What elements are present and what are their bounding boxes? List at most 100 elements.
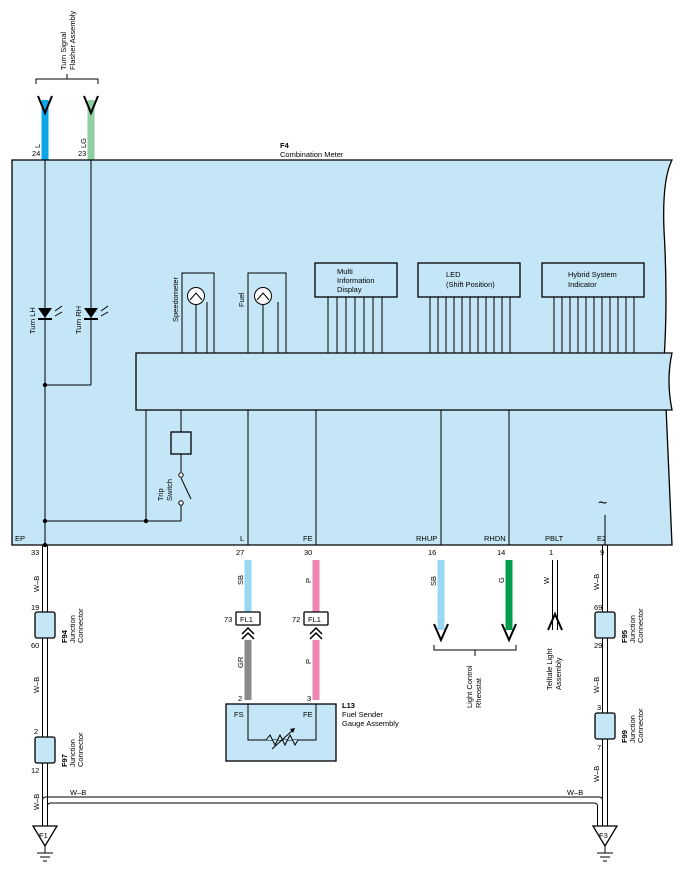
turn-lh-label: Turn LH [28,307,37,334]
wire-gr-sender: GR 2 [236,640,252,703]
fl1a-pin: 73 [224,615,232,624]
f94-pin-top: 19 [31,603,39,612]
ground-f1-label: F1 [39,831,48,840]
hybrid-label-line2: Indicator [568,280,597,289]
sender-term-fe: FE [303,710,313,719]
trip-switch-label-line2: Switch [165,479,174,501]
f99-name2: Connector [636,708,645,743]
turn-signal-flasher-source: Turn Signal Flasher Assembly [35,11,99,84]
sender-pin-2: 2 [238,694,242,703]
trip-switch-label-line1: Trip [156,488,165,501]
fl1a-label: FL1 [240,615,253,624]
wire-code-w: W [542,576,551,584]
wire-code-wb-3: W–B [32,794,41,810]
fuel-gauge-label: Fuel [237,292,246,307]
pin-14: 14 [497,548,505,557]
e2-noise-symbol: ~ [598,495,607,512]
sender-term-fs: FS [234,710,244,719]
wire-code-gr: GR [236,656,245,668]
f94-name1: Junction [68,615,77,643]
wire-sb-fuel-l: SB [236,560,252,612]
wire-code-sb-1: SB [236,575,245,585]
flasher-label-line1: Turn Signal [59,32,68,70]
wire-code-l: L [33,144,42,148]
mid-label-line2: Information [337,276,375,285]
pin-30: 30 [304,548,312,557]
f95-name2: Connector [636,608,645,643]
connector-fl1-b: 72 FL1 [292,611,329,640]
terminal-fe: FE [303,534,313,543]
telltale-label-line2: Assembly [554,657,563,690]
terminal-e2: E2 [597,534,606,543]
speedometer-label: Speedometer [171,276,180,322]
bus-wire-code-left: W–B [70,788,86,797]
meter-id: F4 [280,141,290,150]
junction-connector-f95: 69 29 F95 Junction Connector W–B [592,603,645,693]
meter-name: Combination Meter [280,150,344,159]
telltale-label-line1: Telltale Light [545,647,554,690]
led-shift-position: LED (Shift Position) [417,262,521,353]
turn-rh-label: Turn RH [74,306,83,334]
sender-id: L13 [342,701,355,710]
junction-connector-f94: 19 60 F94 Junction Connector W–B [31,603,85,693]
wire-code-p-1: P [304,578,313,583]
f95-pin-top: 69 [594,603,602,612]
telltale-light-assembly: Telltale Light Assembly [545,647,563,690]
terminal-rhdn: RHDN [484,534,506,543]
mid-label-line3: Display [337,285,362,294]
ground-point-f3: F3 [591,825,619,862]
mid-label-line1: Multi [337,267,353,276]
wire-code-wb-1: W–B [32,576,41,592]
terminal-ep: EP [15,534,25,543]
wire-code-wb-5: W–B [592,677,601,693]
wire-code-p-2: P [304,659,313,664]
speedometer-gauge: Speedometer [171,272,215,353]
multi-information-display: Multi Information Display [314,262,398,353]
pin-33: 33 [31,548,39,557]
ground-point-f1: F1 [31,825,59,862]
ground-f3-label: F3 [599,831,608,840]
f97-pin-bottom: 12 [31,766,39,775]
wire-p-fuel-fe: P [304,560,320,612]
f99-pin-bottom: 7 [597,743,601,752]
hybrid-system-indicator: Hybrid System Indicator [541,262,645,353]
wire-p-sender: P 3 [304,640,320,703]
pin-1: 1 [549,548,553,557]
trip-switch: Trip Switch [156,410,192,521]
pin-27: 27 [236,548,244,557]
fl1b-pin: 72 [292,615,300,624]
e2-internal: ~ [598,495,607,545]
wire-code-wb-6: W–B [592,766,601,782]
led-label-line2: (Shift Position) [446,280,495,289]
wire-code-wb-2: W–B [32,677,41,693]
fuel-gauge: Fuel [237,272,287,353]
hybrid-label-line1: Hybrid System [568,270,617,279]
wire-w-pblt: W [542,560,563,631]
light-control-rheostat: Light Control Rheostat [433,645,517,708]
wire-code-sb-2: SB [429,576,438,586]
f99-name1: Junction [628,715,637,743]
terminal-l: L [240,534,244,543]
junction-connector-f97: 2 12 F97 Junction Connector W–B [31,727,85,810]
junction-connector-f99: 3 7 F99 Junction Connector W–B [592,703,645,782]
led-label-line1: LED [446,270,461,279]
f95-name1: Junction [628,615,637,643]
connector-fl1-a: 73 FL1 [224,611,261,640]
bus-wire-code-right: W–B [567,788,583,797]
wire-sb-rhup: SB [429,560,449,643]
turn-lamp-circuit [42,160,181,548]
turn-lh-lamp-icon: Turn LH [28,305,63,334]
f99-id: F99 [620,730,629,743]
flasher-label-line2: Flasher Assembly [68,11,77,70]
rheostat-label-line2: Rheostat [474,677,483,708]
bottom-terminal-labels: EP L FE RHUP RHDN PBLT E2 [15,534,606,543]
wire-g-rhdn: G [497,560,517,643]
combination-meter: F4 Combination Meter [11,141,674,546]
f95-id: F95 [620,630,629,643]
turn-rh-lamp-icon: Turn RH [74,305,109,334]
bottom-pin-numbers: 33 27 30 16 14 1 9 [31,548,604,557]
ground-bus-wb: W–B W–B [42,788,608,826]
f94-pin-bottom: 60 [31,641,39,650]
rheostat-label-line1: Light Control [465,665,474,708]
